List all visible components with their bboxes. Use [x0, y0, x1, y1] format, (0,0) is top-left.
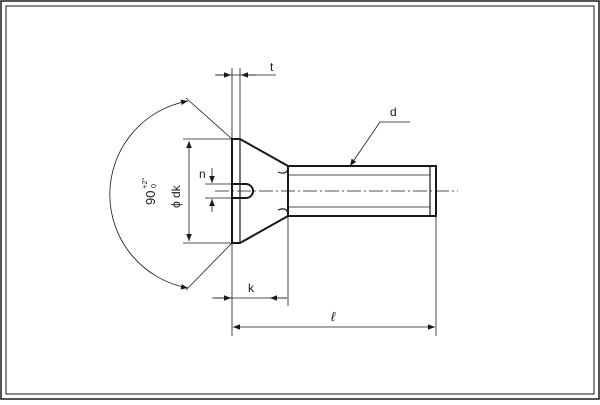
d-label: d [390, 105, 397, 119]
angle-value: 90 [143, 191, 158, 205]
slot [232, 183, 254, 199]
neck-bottom-arc [277, 208, 289, 217]
angle-ext-top [185, 97, 233, 140]
angle-label: 90 +2° 0 [140, 177, 158, 205]
angle-arc [109, 99, 189, 290]
d-leader-diag [349, 121, 381, 167]
k-label: k [248, 281, 255, 295]
angle-tolerance-upper: +2° [140, 177, 149, 189]
n-label: n [199, 167, 206, 181]
dk-label: ϕ dk [169, 184, 183, 208]
t-label: t [270, 60, 274, 74]
length-label: ℓ [331, 309, 336, 324]
neck-top-arc [277, 165, 289, 174]
border-inner [5, 5, 595, 395]
angle-tolerance-lower: 0 [149, 184, 158, 188]
shank-outline [288, 165, 437, 217]
angle-ext-bottom [185, 242, 233, 291]
